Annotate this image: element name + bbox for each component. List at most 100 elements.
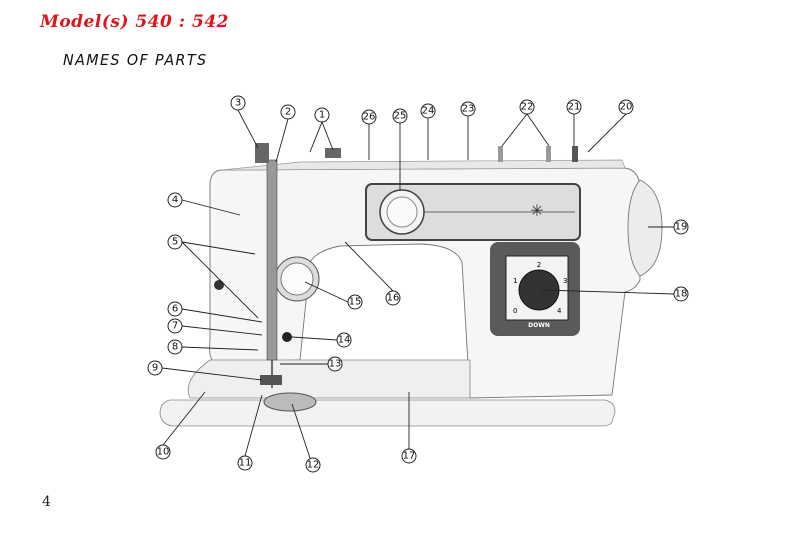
stitch-indicator-icon: ✳	[530, 201, 543, 220]
callout-16: 16	[385, 290, 401, 306]
callout-circle	[566, 99, 582, 115]
callout-circle	[167, 318, 183, 334]
callout-13: 13	[327, 356, 343, 372]
callout-22: 22	[519, 99, 535, 115]
callout-20: 20	[618, 99, 634, 115]
callout-circle	[385, 290, 401, 306]
callout-11: 11	[237, 455, 253, 471]
callout-18: 18	[673, 286, 689, 302]
callout-circle	[420, 103, 436, 119]
callout-1: 1	[314, 107, 330, 123]
dial-label-3: 3	[563, 277, 567, 285]
callout-number: 12	[307, 460, 320, 471]
bed	[187, 359, 471, 399]
power-light	[214, 280, 224, 290]
callout-8: 8	[167, 339, 183, 355]
dial-label-0: 0	[513, 307, 517, 315]
leader-lines	[161, 109, 675, 459]
callout-4: 4	[167, 192, 183, 208]
dial-label-down: DOWN	[528, 322, 550, 329]
callout-21: 21	[566, 99, 582, 115]
callout-number: 4	[172, 195, 178, 206]
callout-circle	[460, 101, 476, 117]
callout-number: 10	[157, 447, 170, 458]
callout-circle	[167, 301, 183, 317]
bobbin-winder	[255, 143, 269, 163]
bobbin-winder-spindle	[572, 146, 578, 162]
callout-12: 12	[305, 457, 321, 473]
callout-number: 11	[239, 458, 252, 469]
callout-circle	[167, 234, 183, 250]
callout-circle	[237, 455, 253, 471]
callout-number: 5	[172, 237, 178, 248]
callout-7: 7	[167, 318, 183, 334]
callout-circle	[673, 286, 689, 302]
callout-circle	[618, 99, 634, 115]
callout-number: 19	[675, 222, 688, 233]
callout-number: 1	[319, 110, 325, 121]
callout-number: 23	[462, 104, 475, 115]
callout-circle	[305, 457, 321, 473]
callout-24: 24	[420, 103, 436, 119]
callout-number: 24	[422, 106, 435, 117]
callout-26: 26	[361, 109, 377, 125]
callout-6: 6	[167, 301, 183, 317]
callout-number: 3	[235, 98, 241, 109]
callout-23: 23	[460, 101, 476, 117]
callout-5: 5	[167, 234, 183, 250]
callout-circle	[361, 109, 377, 125]
needle-plate	[263, 392, 317, 412]
callout-number: 17	[403, 451, 416, 462]
thread-guide	[325, 148, 341, 158]
callout-number: 8	[172, 342, 178, 353]
callout-25: 25	[392, 108, 408, 124]
spool-pin-1	[498, 146, 503, 162]
callout-circle	[401, 448, 417, 464]
callout-circle	[519, 99, 535, 115]
needle-bar	[266, 159, 278, 361]
callout-circle	[167, 192, 183, 208]
callout-number: 26	[363, 112, 376, 123]
callout-10: 10	[155, 444, 171, 460]
page-title: NAMES OF PARTS	[63, 51, 208, 69]
callout-number: 21	[568, 102, 581, 113]
presser-foot	[260, 375, 282, 385]
callout-circle	[392, 108, 408, 124]
callout-number: 25	[394, 111, 407, 122]
callout-19: 19	[673, 219, 689, 235]
callout-circle	[314, 107, 330, 123]
callout-number: 18	[675, 289, 688, 300]
dial-label-2: 2	[537, 261, 541, 269]
callout-15: 15	[347, 294, 363, 310]
callout-circle	[673, 219, 689, 235]
callout-number: 14	[338, 335, 351, 346]
callout-circle	[336, 332, 352, 348]
callout-number: 6	[172, 304, 178, 315]
callout-circle	[327, 356, 343, 372]
callout-number: 13	[329, 359, 342, 370]
pattern-selector-dial[interactable]	[518, 269, 560, 311]
callout-2: 2	[280, 104, 296, 120]
callout-circle	[147, 360, 163, 376]
callout-number: 15	[349, 297, 362, 308]
callout-circle	[347, 294, 363, 310]
callout-number: 7	[172, 321, 178, 332]
callout-circle	[155, 444, 171, 460]
dial-label-4: 4	[557, 307, 562, 315]
presser-foot-screw	[282, 332, 292, 342]
callout-number: 20	[620, 102, 633, 113]
callout-circle	[167, 339, 183, 355]
callout-9: 9	[147, 360, 163, 376]
handwheel	[627, 179, 663, 277]
callout-number: 16	[387, 293, 400, 304]
callout-3: 3	[230, 95, 246, 111]
callout-number: 22	[521, 102, 534, 113]
callout-number: 2	[285, 107, 291, 118]
spool-pin-2	[546, 146, 551, 162]
base-plate	[159, 399, 616, 427]
page-number: 4	[42, 494, 51, 510]
callout-number: 9	[152, 363, 158, 374]
callout-circle	[280, 104, 296, 120]
model-heading: Model(s) 540 : 542	[40, 12, 229, 32]
